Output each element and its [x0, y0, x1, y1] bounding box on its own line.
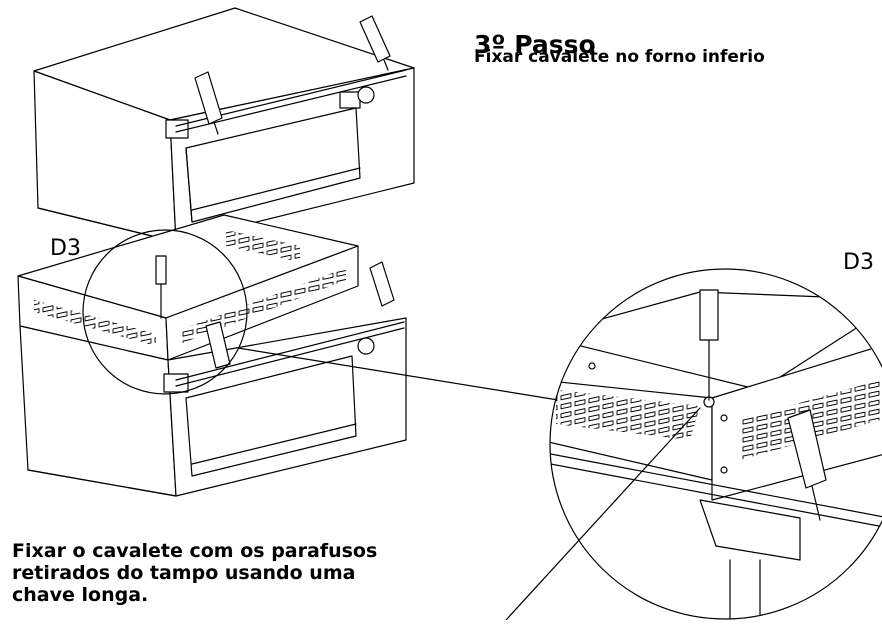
- lower-knob: [357, 337, 375, 355]
- screwdriver-icon: [369, 261, 395, 307]
- instruction-text: Fixar o cavalete com os parafusos retira…: [12, 540, 532, 606]
- instruction-line: chave longa.: [12, 584, 149, 606]
- upper-hinge-bracket-right: [339, 91, 361, 109]
- zoom-detail: [505, 268, 882, 621]
- screwdriver-icon: [155, 255, 167, 319]
- step-title: 3º Passo: [474, 30, 596, 59]
- lower-hinge-bracket-left: [163, 373, 189, 393]
- upper-oven: [33, 7, 415, 243]
- screwdriver-icon: [787, 409, 827, 521]
- screwdriver-icon: [194, 71, 223, 135]
- instruction-line: retirados do tampo usando uma: [12, 562, 356, 584]
- detail-label-right: D3: [843, 250, 874, 275]
- detail-callout-circle: [82, 229, 559, 401]
- step-subtitle: Fixar cavalete no forno inferio: [474, 47, 765, 67]
- screwdriver-icon: [699, 289, 719, 401]
- screwdriver-icon: [205, 321, 231, 369]
- detail-label-left: D3: [50, 236, 81, 261]
- screwdriver-icon: [359, 15, 391, 71]
- instruction-line: Fixar o cavalete com os parafusos: [12, 540, 378, 562]
- upper-knob: [357, 86, 375, 104]
- upper-hinge-bracket-left: [165, 119, 189, 139]
- lower-oven: [17, 214, 407, 497]
